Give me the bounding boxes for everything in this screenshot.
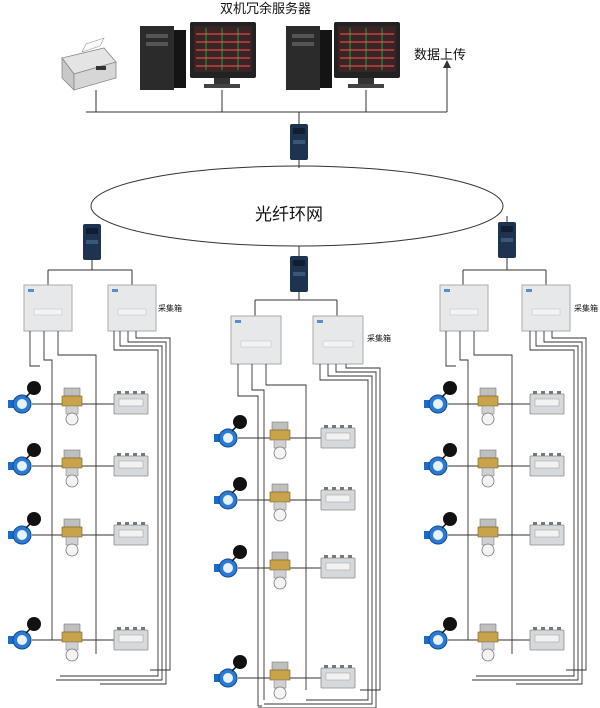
flow-valve-icon	[269, 551, 291, 590]
server-tower-icon	[140, 26, 186, 90]
network-switch-icon	[83, 224, 101, 260]
water-meter-icon	[424, 512, 457, 545]
fiber-ring	[90, 165, 504, 247]
electric-meter-icon	[320, 425, 356, 449]
flow-valve-icon	[269, 661, 291, 700]
flow-valve-icon	[61, 387, 83, 426]
collection-box-label: 采集箱	[574, 304, 598, 313]
water-meter-icon	[424, 443, 457, 476]
server-title: 双机冗余服务器	[220, 2, 312, 17]
server-tower-icon	[286, 26, 332, 90]
flow-valve-icon	[477, 623, 499, 662]
electric-meter-icon	[320, 487, 356, 511]
water-meter-icon	[424, 381, 457, 414]
water-meter-icon	[214, 415, 247, 448]
monitor-icon	[334, 22, 400, 88]
water-meter-icon	[8, 381, 41, 414]
electric-meter-icon	[529, 453, 565, 477]
collection-box-icon	[439, 284, 489, 332]
collection-box-icon	[107, 284, 157, 332]
water-meter-icon	[8, 512, 41, 545]
data-upload-label: 数据上传	[414, 48, 467, 63]
electric-meter-icon	[529, 627, 565, 651]
printer-icon	[61, 37, 117, 91]
collection-box-icon	[230, 315, 282, 365]
network-switch-icon	[290, 256, 308, 292]
flow-valve-icon	[477, 518, 499, 557]
electric-meter-icon	[529, 522, 565, 546]
collection-box-label: 采集箱	[367, 334, 391, 343]
water-meter-icon	[214, 545, 247, 578]
flow-valve-icon	[269, 421, 291, 460]
flow-valve-icon	[61, 449, 83, 488]
electric-meter-icon	[113, 522, 149, 546]
monitor-icon	[190, 22, 256, 88]
water-meter-icon	[424, 617, 457, 650]
collection-box-label: 采集箱	[158, 304, 182, 313]
flow-valve-icon	[477, 449, 499, 488]
collection-box-icon	[521, 284, 571, 332]
water-meter-icon	[214, 477, 247, 510]
electric-meter-icon	[529, 391, 565, 415]
electric-meter-icon	[113, 627, 149, 651]
water-meter-icon	[214, 655, 247, 688]
collection-box-icon	[23, 284, 73, 332]
collection-box-icon	[312, 315, 364, 365]
flow-valve-icon	[269, 483, 291, 522]
water-meter-icon	[8, 617, 41, 650]
flow-valve-icon	[477, 387, 499, 426]
electric-meter-icon	[320, 555, 356, 579]
flow-valve-icon	[61, 518, 83, 557]
fiber-ring-label: 光纤环网	[255, 205, 323, 225]
electric-meter-icon	[113, 453, 149, 477]
electric-meter-icon	[320, 665, 356, 689]
flow-valve-icon	[61, 623, 83, 662]
water-meter-icon	[8, 443, 41, 476]
network-switch-icon	[290, 124, 308, 160]
electric-meter-icon	[113, 391, 149, 415]
network-switch-icon	[498, 222, 516, 258]
